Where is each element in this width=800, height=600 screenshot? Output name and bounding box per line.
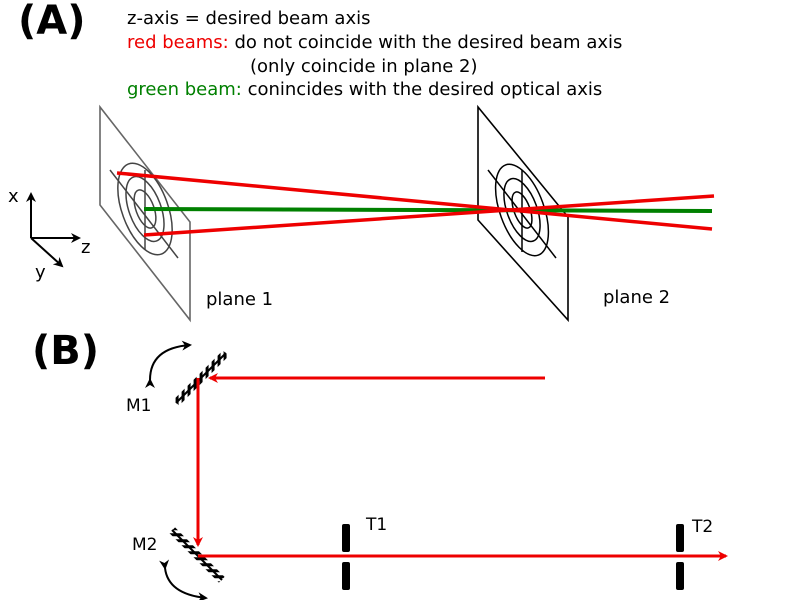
green-beam — [143, 207, 713, 213]
plane-1-label: plane 1 — [206, 289, 273, 310]
target-t1 — [342, 524, 350, 590]
legend-green-text: conincides with the desired optical axis — [242, 79, 602, 100]
coordinate-axes — [26, 192, 81, 268]
legend-green-key: green beam: — [127, 79, 242, 100]
mirror-m2 — [169, 527, 225, 583]
axis-label-y: y — [35, 262, 46, 283]
plane-1 — [99, 104, 191, 323]
legend-red-note: (only coincide in plane 2) — [250, 56, 478, 77]
plane-2-frame — [477, 104, 569, 323]
target-t1-label: T1 — [365, 515, 387, 535]
red-beam-lower — [143, 194, 715, 237]
legend-line-red: red beams: do not coincide with the desi… — [127, 32, 622, 53]
beam-path-b — [193, 373, 728, 561]
m1-adjust-arrow — [144, 340, 192, 389]
target-t2-label: T2 — [691, 517, 713, 537]
legend-line-green: green beam: conincides with the desired … — [127, 79, 602, 100]
mirror-m2-label: M2 — [132, 535, 157, 555]
target-t2 — [676, 524, 684, 590]
red-beam-upper — [116, 171, 713, 231]
panel-a-label: (A) — [18, 0, 86, 44]
legend-red-key: red beams: — [127, 32, 229, 53]
plane-2-label: plane 2 — [603, 287, 670, 308]
plane-1-frame — [99, 104, 191, 323]
mirror-m1 — [173, 350, 229, 406]
legend-line-z-axis: z-axis = desired beam axis — [127, 8, 370, 29]
axis-label-z: z — [81, 237, 90, 258]
m2-adjust-arrow — [159, 559, 208, 600]
axis-label-x: x — [8, 186, 19, 207]
legend-red-text: do not coincide with the desired beam ax… — [229, 32, 623, 53]
mirror-m1-label: M1 — [126, 396, 151, 416]
panel-b-label: (B) — [32, 328, 99, 374]
